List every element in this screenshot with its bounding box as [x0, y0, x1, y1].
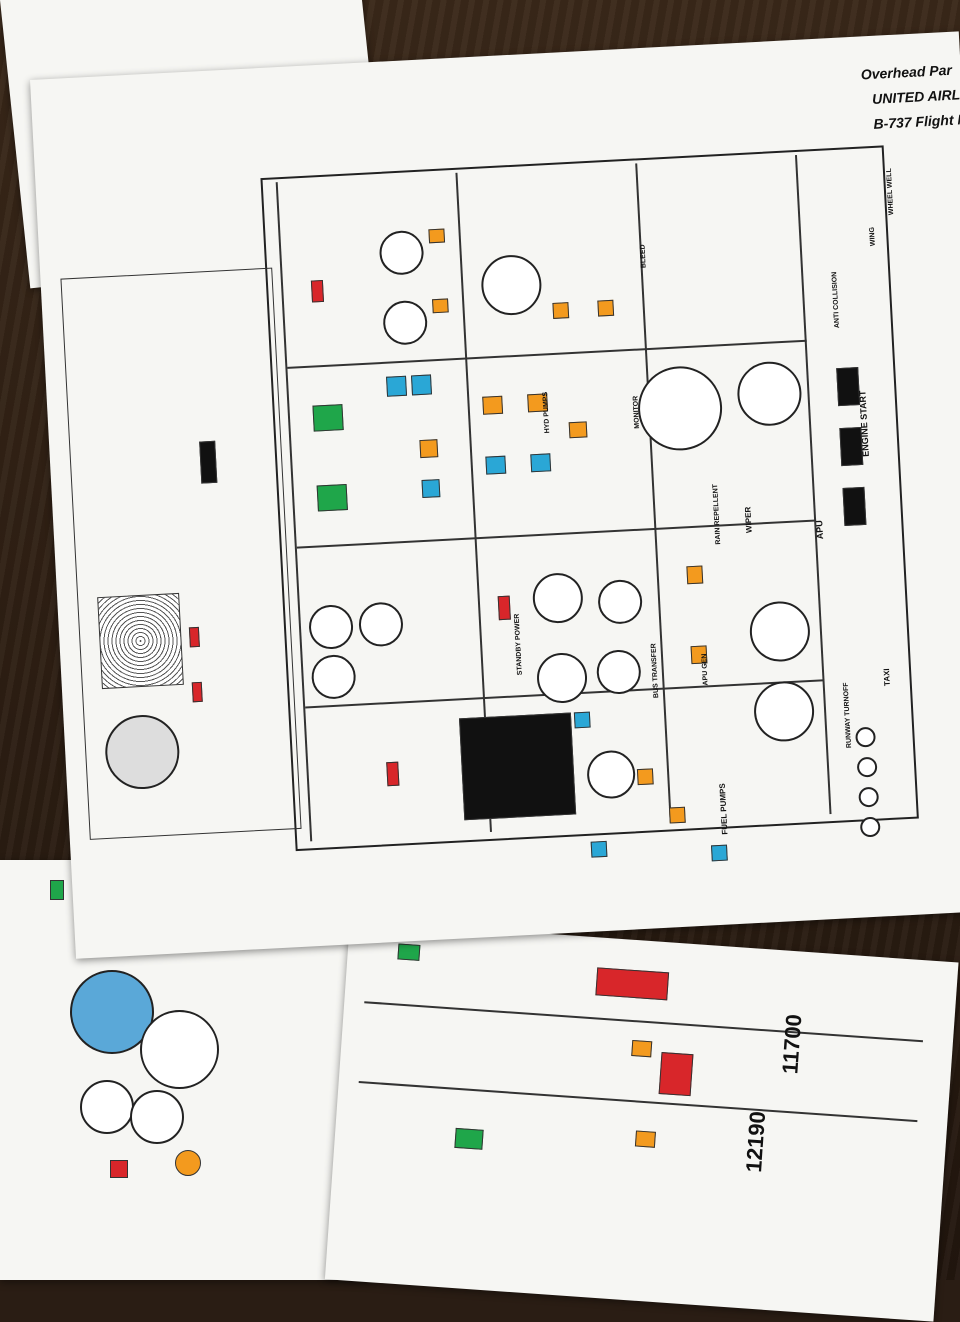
warning-light-icon	[188, 626, 200, 648]
engine-start-switch[interactable]	[842, 486, 867, 526]
advisory-light-icon	[386, 375, 408, 397]
warning-light-icon	[310, 279, 325, 303]
overhead-panel-sheet: Overhead Par UNITED AIRL B-737 Flight M	[30, 31, 960, 959]
advisory-light-icon	[573, 711, 591, 729]
caution-light-icon	[634, 1130, 656, 1148]
caution-light-icon	[175, 1150, 201, 1176]
green-light-icon	[316, 483, 348, 512]
header-title: Overhead Par	[860, 61, 953, 83]
wheel-well-label: WHEEL WELL	[885, 168, 896, 216]
green-light-icon	[397, 943, 421, 961]
switch-icon	[199, 440, 218, 484]
advisory-light-icon	[590, 840, 608, 858]
panel-outline	[260, 145, 919, 852]
left-section	[60, 267, 302, 840]
taxi-label: TAXI	[881, 668, 892, 687]
warning-light-icon	[595, 967, 670, 1001]
gauge-icon	[80, 1080, 134, 1134]
gauge-icon	[130, 1090, 184, 1144]
airline-logo-text: UNITED AIRL	[871, 86, 960, 107]
bleed-label: BLEED	[639, 244, 648, 269]
caution-light-icon	[552, 302, 570, 319]
speaker-grille-icon	[97, 592, 184, 690]
fuel-quantity-display	[459, 712, 577, 821]
gauge-icon	[140, 1010, 219, 1089]
advisory-light-icon	[410, 374, 433, 396]
green-light-icon	[454, 1127, 484, 1150]
caution-light-icon	[419, 439, 439, 459]
caution-light-icon	[597, 299, 615, 317]
caution-light-icon	[636, 768, 654, 786]
advisory-light-icon	[530, 453, 552, 473]
back-sheet-pedestal: 12190 11700	[324, 920, 959, 1322]
frequency-display-b: 11700	[777, 1013, 807, 1075]
warning-light-icon	[497, 595, 511, 621]
landing-light-switch-icon	[859, 816, 881, 838]
caution-light-icon	[668, 806, 686, 824]
green-light-icon	[312, 404, 344, 432]
warning-light-icon	[386, 761, 400, 787]
caution-light-icon	[568, 421, 588, 439]
caution-light-icon	[631, 1039, 653, 1058]
warning-light-icon	[658, 1052, 694, 1097]
warning-light-icon	[110, 1160, 128, 1178]
apu-label: APU	[814, 520, 826, 540]
advisory-light-icon	[485, 455, 507, 475]
wing-label: WING	[868, 226, 877, 247]
caution-light-icon	[428, 228, 446, 244]
caution-light-icon	[482, 395, 504, 415]
advisory-light-icon	[421, 479, 441, 499]
caution-light-icon	[432, 298, 449, 314]
caution-light-icon	[686, 565, 704, 585]
green-light-icon	[50, 880, 64, 900]
frequency-display-a: 12190	[741, 1110, 771, 1174]
wiper-label: WIPER	[743, 506, 754, 534]
advisory-light-icon	[710, 844, 728, 862]
engine-start-switch[interactable]	[836, 367, 861, 407]
header-subtitle: B-737 Flight M	[873, 110, 960, 132]
warning-light-icon	[191, 681, 203, 703]
